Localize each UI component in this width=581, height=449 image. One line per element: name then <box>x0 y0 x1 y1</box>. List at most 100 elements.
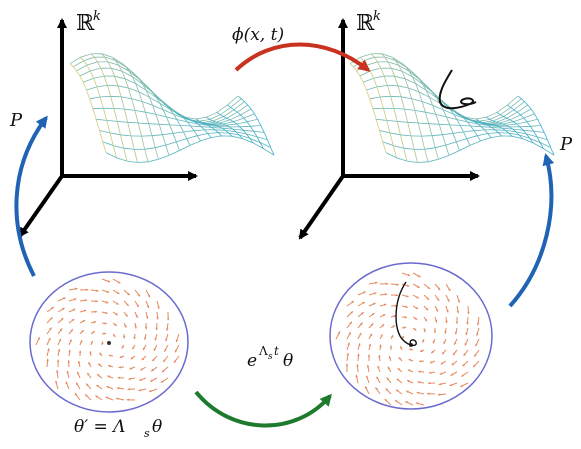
vector-arrowhead <box>107 280 110 283</box>
vector-arrowhead <box>442 351 445 355</box>
vector-arrowhead <box>363 291 366 294</box>
vector-arrowhead <box>152 358 155 362</box>
right-projection-label: P <box>559 134 573 155</box>
vector-arrowhead <box>361 312 364 315</box>
vector-arrowhead <box>86 383 89 387</box>
vector-arrowhead <box>447 299 450 302</box>
vector-arrowhead <box>85 394 88 397</box>
surface-grid-line <box>349 63 387 153</box>
vector-arrowhead <box>443 341 446 345</box>
vector-arrowhead <box>83 309 87 312</box>
vector-arrowhead <box>456 310 460 314</box>
vector-arrowhead <box>440 362 444 365</box>
vector-arrowhead <box>346 353 350 356</box>
vector-arrowhead <box>337 331 340 334</box>
surface-grid-line <box>80 57 117 158</box>
vector-arrowhead <box>347 342 350 346</box>
vector-arrowhead <box>413 328 417 331</box>
left-projection-arrow <box>14 115 48 277</box>
vector-arrowhead <box>408 358 412 362</box>
surface-grid-line <box>237 95 275 156</box>
vector-arrowhead <box>115 312 118 316</box>
vector-arrowhead <box>118 366 121 369</box>
vector-arrowhead <box>437 287 441 291</box>
vector-arrowhead <box>448 288 451 292</box>
vector-arrowhead <box>415 402 419 405</box>
vector-arrowhead <box>146 305 150 309</box>
vector-arrowhead <box>395 389 399 392</box>
vector-arrowhead <box>404 316 407 319</box>
vector-arrowhead <box>151 369 154 372</box>
vector-arrowhead <box>415 306 419 309</box>
surface-grid-line <box>475 118 513 137</box>
vector-arrowhead <box>49 327 52 331</box>
vector-arrowhead <box>385 388 389 391</box>
vector-arrowhead <box>356 364 359 367</box>
surface-grid-line <box>111 56 149 162</box>
vector-arrowhead <box>450 373 454 376</box>
surface-grid-line <box>206 116 243 139</box>
vector-arrowhead <box>461 374 464 377</box>
vector-arrowhead <box>444 331 447 334</box>
surface-grid-line <box>90 53 128 162</box>
left-space-label: ℝ k <box>76 9 101 36</box>
surface-grid-line <box>153 93 191 146</box>
double-struck-R-icon: ℝ <box>76 11 95 36</box>
linear-flow-exponent: Λ <box>258 344 268 358</box>
vector-arrowhead <box>424 318 427 322</box>
surface-grid-line <box>423 82 460 151</box>
vector-arrowhead <box>407 369 411 372</box>
vector-arrowhead <box>418 370 421 373</box>
vector-arrowhead <box>96 385 99 388</box>
vector-arrowhead <box>117 281 121 284</box>
vector-arrowhead <box>366 375 369 379</box>
vector-arrowhead <box>56 370 59 373</box>
vector-arrowhead <box>72 308 76 311</box>
vector-arrowhead <box>400 346 403 349</box>
vector-arrowhead <box>116 302 119 305</box>
vector-arrowhead <box>406 295 409 298</box>
vector-arrowhead <box>108 365 111 368</box>
vector-arrowhead <box>85 288 89 291</box>
vector-arrowhead <box>95 300 98 303</box>
vector-arrowhead <box>58 338 61 342</box>
vector-arrowhead <box>389 345 393 348</box>
linear-map-text: θ′ = Λ <box>74 417 125 437</box>
vector-arrowhead <box>375 281 378 285</box>
vector-arrowhead <box>90 340 93 344</box>
vector-arrowhead <box>129 367 133 370</box>
surface-grid-line <box>353 56 522 122</box>
vector-arrowhead <box>357 353 360 357</box>
vector-arrowhead <box>140 368 143 371</box>
vector-arrowhead <box>439 372 443 375</box>
vector-arrowhead <box>84 299 88 302</box>
vector-arrowhead <box>373 302 376 306</box>
vector-arrowhead <box>437 393 441 396</box>
surface-grid-line <box>391 56 429 162</box>
vector-arrowhead <box>476 333 479 336</box>
vector-arrowhead <box>149 389 152 393</box>
vector-arrowhead <box>460 384 463 387</box>
vector-arrowhead <box>427 286 430 289</box>
vector-arrowhead <box>409 348 412 351</box>
vector-arrowhead <box>59 328 63 331</box>
left-space-superscript: k <box>93 9 101 24</box>
vector-arrowhead <box>379 344 382 347</box>
vector-arrowhead <box>163 359 166 362</box>
vector-arrowhead <box>428 382 431 385</box>
vector-arrowhead <box>436 298 440 301</box>
vector-arrowhead <box>37 337 40 340</box>
vector-arrowhead <box>401 335 404 339</box>
vector-arrowhead <box>367 354 371 357</box>
right-space-label: ℝ k <box>356 9 381 36</box>
vector-arrowhead <box>138 389 141 392</box>
vector-arrowhead <box>391 335 394 338</box>
vector-arrowhead <box>144 337 147 340</box>
vector-arrowhead <box>417 274 421 278</box>
vector-arrowhead <box>105 301 109 304</box>
vector-arrowhead <box>99 352 102 356</box>
vector-arrowhead <box>466 322 469 325</box>
vector-arrowhead <box>366 365 370 368</box>
vector-arrowhead <box>392 325 396 328</box>
left-vector-field-disk <box>29 271 189 413</box>
